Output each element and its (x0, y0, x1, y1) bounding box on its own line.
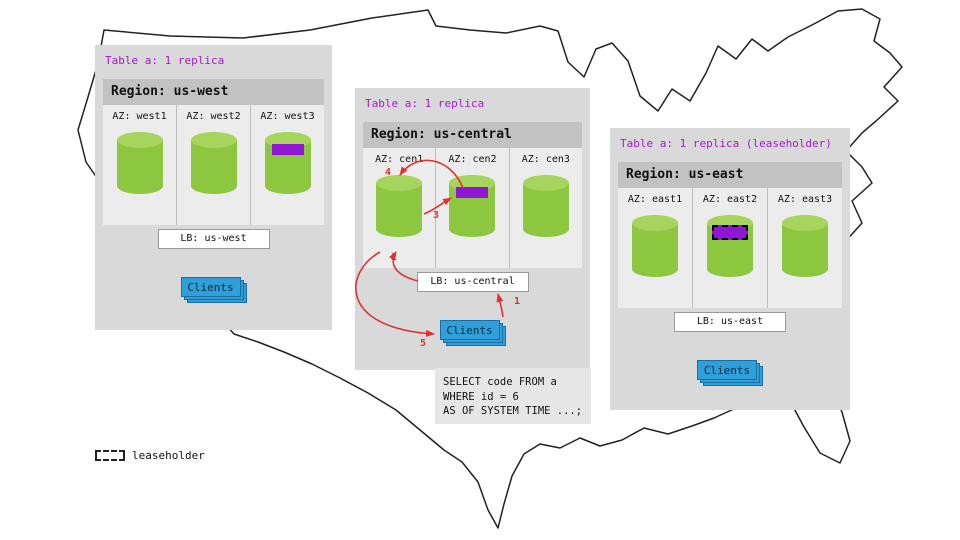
database-cylinder (707, 215, 753, 285)
lb-box: LB: us-east (674, 312, 786, 332)
az-label: AZ: west1 (112, 111, 167, 122)
step-label-4: 4 (385, 167, 392, 178)
database-cylinder (116, 132, 163, 202)
region-header: Region: us-east (618, 162, 842, 188)
step-label-3: 3 (433, 210, 440, 221)
az-row: AZ: west1 AZ: west2 AZ: west3 (103, 105, 324, 225)
step-label-2: 2 (391, 252, 398, 263)
clients-box: Clients (439, 320, 506, 346)
sql-line: SELECT code FROM a (443, 376, 557, 388)
az-box-west2: AZ: west2 (177, 105, 250, 225)
table-replica-label: Table a: 1 replica (105, 54, 225, 67)
az-box-cen1: AZ: cen1 (363, 148, 436, 268)
leaseholder-replica-band (712, 225, 748, 240)
database-cylinder (632, 215, 678, 285)
step-label-5: 5 (420, 338, 427, 349)
az-box-cen3: AZ: cen3 (509, 148, 582, 268)
region-panel-us-east: Table a: 1 replica (leaseholder) Region:… (610, 128, 850, 410)
az-label: AZ: cen3 (521, 154, 570, 165)
region-header: Region: us-west (103, 79, 324, 105)
az-box-west3: AZ: west3 (251, 105, 324, 225)
az-box-cen2: AZ: cen2 (436, 148, 509, 268)
lb-box: LB: us-central (416, 272, 529, 292)
region-box: Region: us-west AZ: west1 AZ: west2 AZ: … (103, 79, 324, 225)
replica-band (456, 187, 489, 198)
az-label: AZ: west3 (260, 111, 315, 122)
az-label: AZ: cen2 (448, 154, 497, 165)
clients-label: Clients (697, 360, 757, 380)
clients-box: Clients (697, 360, 763, 386)
database-cylinder (522, 175, 569, 245)
database-cylinder (376, 175, 423, 245)
az-box-east2: AZ: east2 (693, 188, 767, 308)
sql-query-box: SELECT code FROM a WHERE id = 6 AS OF SY… (435, 368, 591, 424)
clients-label: Clients (439, 320, 500, 340)
az-label: AZ: east1 (627, 194, 683, 205)
region-box: Region: us-central AZ: cen1 AZ: cen2 AZ:… (363, 122, 582, 268)
region-header: Region: us-central (363, 122, 582, 148)
table-replica-label: Table a: 1 replica (leaseholder) (620, 137, 832, 150)
database-cylinder (449, 175, 496, 245)
database-cylinder (782, 215, 828, 285)
replica-band (271, 144, 304, 155)
az-box-east1: AZ: east1 (618, 188, 692, 308)
table-replica-label: Table a: 1 replica (365, 97, 485, 110)
sql-line: AS OF SYSTEM TIME ...; (443, 405, 583, 418)
az-label: AZ: east2 (702, 194, 758, 205)
database-cylinder (264, 132, 311, 202)
az-row: AZ: east1 AZ: east2 AZ: east3 (618, 188, 842, 308)
legend-leaseholder-swatch (95, 450, 125, 461)
database-cylinder (190, 132, 237, 202)
az-label: AZ: east3 (777, 194, 833, 205)
region-panel-us-west: Table a: 1 replica Region: us-west AZ: w… (95, 45, 332, 330)
legend: leaseholder (95, 449, 205, 462)
sql-line: WHERE id = 6 (443, 390, 519, 403)
step-label-1: 1 (514, 296, 521, 307)
region-box: Region: us-east AZ: east1 AZ: east2 AZ: … (618, 162, 842, 308)
az-label: AZ: cen1 (375, 154, 424, 165)
lb-box: LB: us-west (157, 229, 270, 249)
legend-label: leaseholder (132, 449, 205, 462)
clients-box: Clients (180, 277, 247, 303)
az-box-west1: AZ: west1 (103, 105, 176, 225)
clients-label: Clients (180, 277, 241, 297)
az-row: AZ: cen1 AZ: cen2 AZ: cen3 (363, 148, 582, 268)
region-panel-us-central: Table a: 1 replica Region: us-central AZ… (355, 88, 590, 370)
az-box-east3: AZ: east3 (768, 188, 842, 308)
az-label: AZ: west2 (186, 111, 241, 122)
